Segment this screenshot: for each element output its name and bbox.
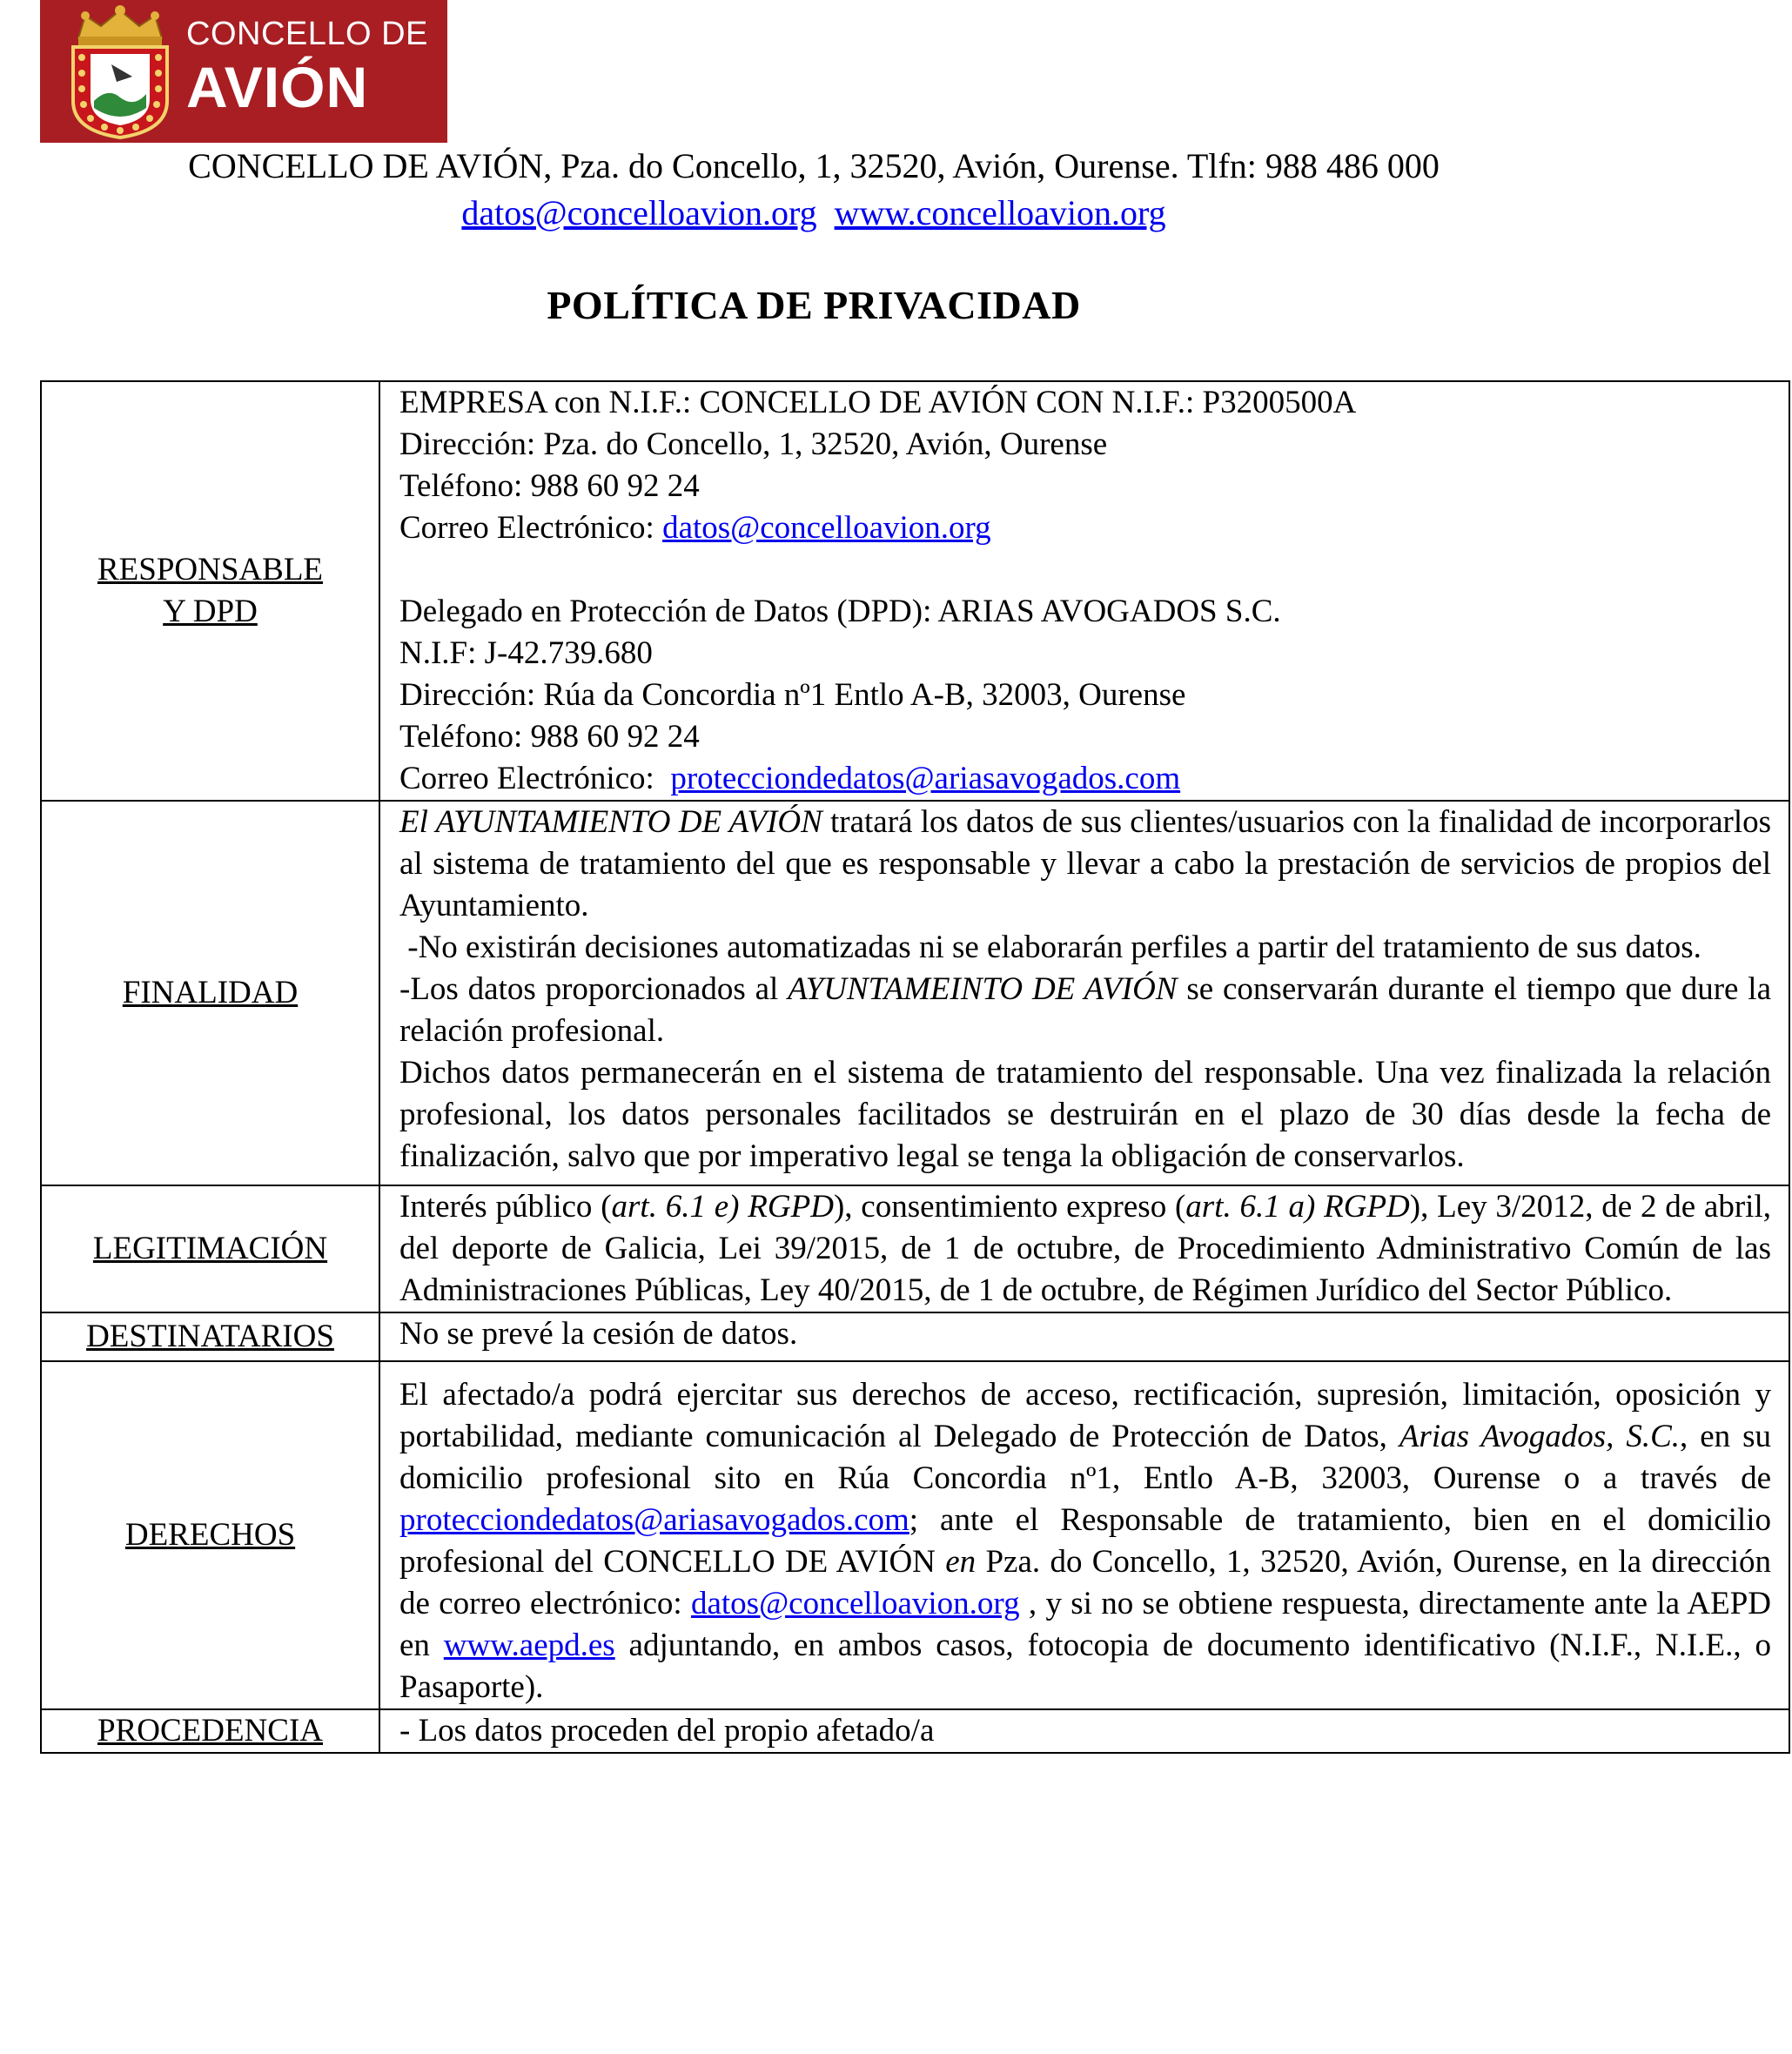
dpd-correo-line: Correo Electrónico: protecciondedatos@ar… bbox=[399, 758, 1771, 800]
dpd-telefono-text: Teléfono: 988 60 92 24 bbox=[399, 719, 700, 755]
legitimacion-i1: art. 6.1 e) RGPD bbox=[611, 1189, 834, 1225]
table-row-responsable: RESPONSABLE Y DPD EMPRESA con N.I.F.: CO… bbox=[40, 380, 1790, 802]
dpd-nif-text: N.I.F: J-42.739.680 bbox=[399, 635, 653, 671]
correo-label: Correo Electrónico: bbox=[399, 510, 663, 546]
content-derechos: El afectado/a podrá ejercitar sus derech… bbox=[379, 1360, 1790, 1710]
legitimacion-t2: ), consentimiento expreso ( bbox=[833, 1189, 1186, 1225]
derechos-t5: , y si no se obtiene respuesta, directam… bbox=[399, 1586, 1771, 1663]
logo-line-1: CONCELLO DE bbox=[186, 16, 428, 52]
content-destinatarios: No se prevé la cesión de datos. bbox=[379, 1312, 1790, 1362]
derechos-i1: Arias Avogados, S.C. bbox=[1399, 1419, 1681, 1454]
logo-line-2: AVIÓN bbox=[186, 55, 369, 119]
finalidad-p1: El AYUNTAMIENTO DE AVIÓN tratará los dat… bbox=[399, 802, 1771, 927]
derechos-t4: Pza. do Concello, 1, 32520, Avión, Ouren… bbox=[399, 1544, 1771, 1621]
label-legitimacion: LEGITIMACIÓN bbox=[40, 1185, 380, 1313]
responsable-email-link[interactable]: datos@concelloavion.org bbox=[662, 510, 991, 546]
legitimacion-t1: Interés público ( bbox=[399, 1189, 612, 1225]
coat-of-arms-icon bbox=[71, 5, 169, 139]
table-row-destinatarios: DESTINATARIOS No se prevé la cesión de d… bbox=[40, 1312, 1790, 1362]
correo-line: Correo Electrónico: datos@concelloavion.… bbox=[399, 507, 1771, 549]
label-responsable: RESPONSABLE Y DPD bbox=[40, 380, 380, 802]
derechos-i2: en bbox=[945, 1544, 977, 1580]
legitimacion-i2: art. 6.1 a) RGPD bbox=[1185, 1189, 1410, 1225]
content-legitimacion: Interés público (art. 6.1 e) RGPD), cons… bbox=[379, 1185, 1790, 1313]
finalidad-p2: -No existirán decisiones automatizadas n… bbox=[399, 930, 1701, 965]
finalidad-p4: Dichos datos permanecerán en el sistema … bbox=[399, 1055, 1771, 1174]
label-derechos: DERECHOS bbox=[40, 1360, 380, 1710]
label-finalidad: FINALIDAD bbox=[40, 800, 380, 1186]
finalidad-p3-a: -Los datos proporcionados al bbox=[399, 971, 789, 1007]
dpd-correo-label: Correo Electrónico: bbox=[399, 761, 671, 796]
header-email-link[interactable]: datos@concelloavion.org bbox=[461, 193, 817, 232]
derechos-dpd-email-link[interactable]: protecciondedatos@ariasavogados.com bbox=[399, 1502, 909, 1538]
label-procedencia: PROCEDENCIA bbox=[40, 1708, 380, 1754]
dpd-text: Delegado en Protección de Datos (DPD): A… bbox=[399, 594, 1281, 629]
dpd-email-link[interactable]: protecciondedatos@ariasavogados.com bbox=[670, 761, 1181, 796]
page-title: POLÍTICA DE PRIVACIDAD bbox=[547, 283, 1081, 327]
derechos-concello-email-link[interactable]: datos@concelloavion.org bbox=[690, 1586, 1020, 1621]
dpd-direccion-text: Dirección: Rúa da Concordia nº1 Entlo A-… bbox=[399, 677, 1186, 713]
table-row-derechos: DERECHOS El afectado/a podrá ejercitar s… bbox=[40, 1360, 1790, 1710]
telefono-text: Teléfono: 988 60 92 24 bbox=[399, 468, 700, 504]
finalidad-p1-italic: El AYUNTAMIENTO DE AVIÓN bbox=[399, 804, 822, 840]
table-row-finalidad: FINALIDAD El AYUNTAMIENTO DE AVIÓN trata… bbox=[40, 800, 1790, 1186]
concello-logo: CONCELLO DE AVIÓN bbox=[40, 0, 447, 143]
header-address: CONCELLO DE AVIÓN, Pza. do Concello, 1, … bbox=[188, 146, 1440, 185]
derechos-t1: El afectado/a podrá ejercitar sus derech… bbox=[399, 1377, 1771, 1454]
empresa-text: EMPRESA con N.I.F.: CONCELLO DE AVIÓN CO… bbox=[399, 385, 1357, 420]
aepd-link[interactable]: www.aepd.es bbox=[443, 1628, 615, 1663]
label-destinatarios: DESTINATARIOS bbox=[40, 1312, 380, 1362]
header-website-link[interactable]: www.concelloavion.org bbox=[834, 193, 1166, 232]
label-responsable-line1: RESPONSABLE bbox=[97, 552, 324, 587]
label-responsable-line2: Y DPD bbox=[163, 594, 258, 629]
finalidad-p1-text: tratará los datos de sus clientes/usuari… bbox=[399, 804, 1771, 923]
direccion-text: Dirección: Pza. do Concello, 1, 32520, A… bbox=[399, 426, 1108, 462]
derechos-t2: , en su domicilio profesional sito en Rú… bbox=[399, 1419, 1771, 1496]
spacer bbox=[399, 549, 1771, 591]
header-address-block: CONCELLO DE AVIÓN, Pza. do Concello, 1, … bbox=[0, 143, 1628, 237]
derechos-t3: ; ante el Responsable de tratamiento, bi… bbox=[399, 1502, 1771, 1580]
table-row-procedencia: PROCEDENCIA - Los datos proceden del pro… bbox=[40, 1708, 1790, 1754]
finalidad-p3-italic: AYUNTAMEINTO DE AVIÓN bbox=[788, 971, 1178, 1007]
derechos-t6: adjuntando, en ambos casos, fotocopia de… bbox=[399, 1628, 1771, 1705]
header-links: datos@concelloavion.org www.concelloavio… bbox=[0, 190, 1628, 237]
table-row-legitimacion: LEGITIMACIÓN Interés público (art. 6.1 e… bbox=[40, 1185, 1790, 1313]
finalidad-p3: -Los datos proporcionados al AYUNTAMEINT… bbox=[399, 969, 1771, 1052]
content-responsable: EMPRESA con N.I.F.: CONCELLO DE AVIÓN CO… bbox=[379, 380, 1790, 802]
finalidad-p3-b: se conservarán durante el tiempo que dur… bbox=[399, 971, 1771, 1049]
content-procedencia: - Los datos proceden del propio afetado/… bbox=[379, 1708, 1790, 1754]
legitimacion-t3: ), Ley 3/2012, de 2 de abril, del deport… bbox=[399, 1189, 1771, 1308]
privacy-table: RESPONSABLE Y DPD EMPRESA con N.I.F.: CO… bbox=[40, 380, 1790, 1754]
content-finalidad: El AYUNTAMIENTO DE AVIÓN tratará los dat… bbox=[379, 800, 1790, 1186]
